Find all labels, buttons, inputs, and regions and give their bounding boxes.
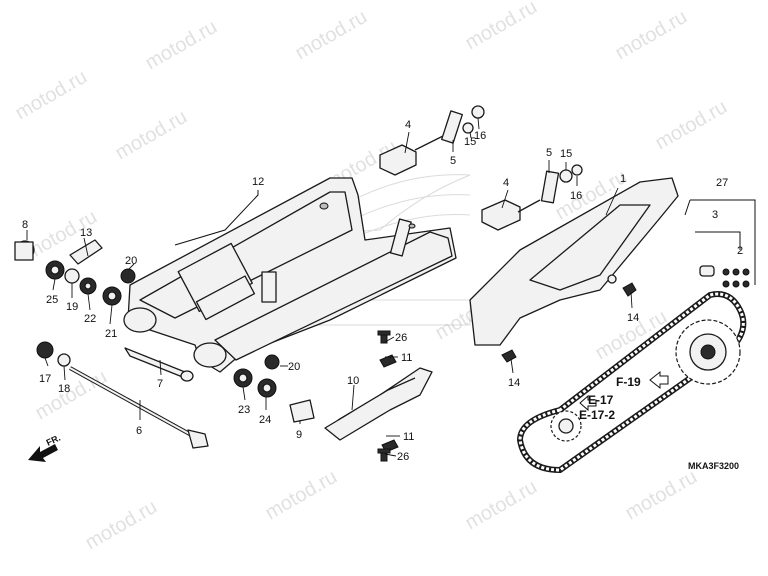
- pivot-bolt: [69, 366, 209, 449]
- watermark: motod.ru: [622, 466, 701, 525]
- callout-5a: 5: [450, 155, 456, 167]
- callout-16b: 16: [570, 190, 582, 202]
- callout-16a: 16: [474, 130, 486, 142]
- callout-labels: 1 2 3 4 4 5 5 6 7 8 9 10 11 11 12 13 14 …: [22, 119, 743, 463]
- ref-label-e172: E-17-2: [579, 408, 615, 422]
- watermark: motod.ru: [12, 66, 91, 125]
- callout-4b: 4: [503, 177, 509, 189]
- ref-label-e17: E-17: [588, 393, 614, 407]
- bolt-14-a: [622, 282, 637, 309]
- watermark: motod.ru: [612, 6, 691, 65]
- group-bracket-27: [684, 199, 756, 285]
- watermark: motod.ru: [82, 496, 161, 555]
- diagram-code: MKA3F3200: [688, 461, 739, 471]
- watermark: motod.ru: [292, 6, 371, 65]
- swingarm: [123, 177, 457, 373]
- callout-25: 25: [46, 294, 58, 306]
- bolt-14-b: [501, 349, 517, 374]
- watermark: motod.ru: [142, 16, 221, 75]
- direction-label: FR.: [45, 433, 62, 448]
- callout-15b: 15: [560, 148, 572, 160]
- chain-case: [469, 177, 679, 346]
- callout-10: 10: [347, 375, 359, 387]
- callout-19: 19: [66, 301, 78, 313]
- leader-lines: [26, 117, 619, 457]
- callout-23: 23: [238, 404, 250, 416]
- ref-arrow-e17: E-17 E-17-2: [579, 393, 615, 422]
- callout-11a: 11: [401, 352, 412, 364]
- screw-26-top: [377, 330, 391, 344]
- callout-6: 6: [136, 425, 142, 437]
- rear-sprocket: [675, 319, 741, 385]
- pivot-nut-washer: [36, 341, 71, 367]
- callout-14a: 14: [627, 312, 639, 324]
- group-bracket-3: [695, 231, 741, 250]
- pivot-bushings-right: [233, 354, 315, 423]
- callout-27: 27: [716, 177, 728, 189]
- front-direction-arrow: FR.: [28, 433, 62, 462]
- callout-11b: 11: [403, 431, 414, 443]
- callout-3: 3: [712, 209, 718, 221]
- chain-joint-kit: [699, 265, 750, 288]
- callout-26a: 26: [395, 332, 407, 344]
- front-sprocket: [550, 410, 582, 442]
- watermark: motod.ru: [462, 476, 541, 535]
- pivot-collar: [124, 347, 194, 382]
- screw-26-bottom: [377, 448, 391, 462]
- callout-24: 24: [259, 414, 271, 426]
- callout-8: 8: [22, 219, 28, 231]
- callout-18: 18: [58, 383, 70, 395]
- watermark: motod.ru: [112, 106, 191, 165]
- watermark: motod.ru: [462, 0, 541, 54]
- callout-15a: 15: [464, 136, 476, 148]
- callout-17: 17: [39, 373, 51, 385]
- callout-1: 1: [620, 173, 626, 185]
- chain-adjuster-left: [379, 105, 485, 176]
- pivot-bushings-left: [14, 239, 136, 306]
- callout-9: 9: [296, 429, 302, 441]
- callout-21: 21: [105, 328, 117, 340]
- callout-20b: 20: [288, 361, 300, 373]
- callout-22: 22: [84, 313, 96, 325]
- chain-slider: [324, 354, 433, 453]
- callout-5b: 5: [546, 147, 552, 159]
- callout-14b: 14: [508, 377, 520, 389]
- callout-13: 13: [80, 227, 92, 239]
- group-bracket-12: [174, 190, 259, 246]
- watermark: motod.ru: [262, 466, 341, 525]
- watermark: motod.ru: [652, 96, 731, 155]
- callout-12: 12: [252, 176, 264, 188]
- callout-2: 2: [737, 245, 743, 257]
- callout-20a: 20: [125, 255, 137, 267]
- chain-adjuster-right: [481, 164, 583, 231]
- ref-arrow-f19: F-19: [616, 370, 669, 390]
- callout-7: 7: [157, 378, 163, 390]
- callout-4a: 4: [405, 119, 411, 131]
- callout-26b: 26: [397, 451, 409, 463]
- ref-label-f19: F-19: [616, 375, 641, 389]
